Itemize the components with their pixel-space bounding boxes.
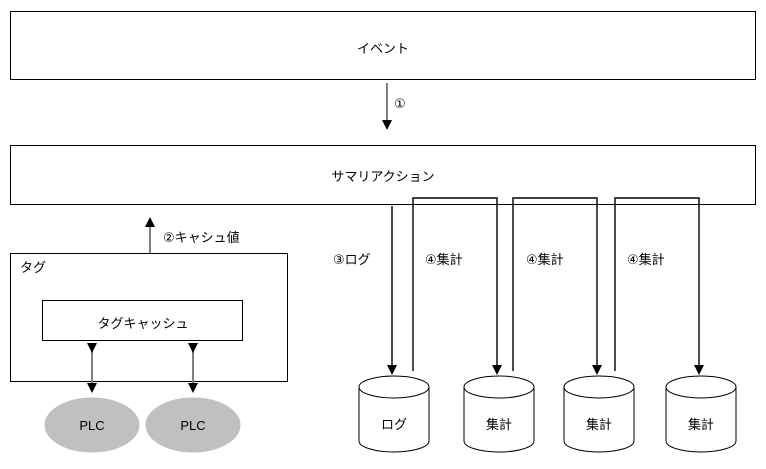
edge-label-step4-a: ④集計 [425, 253, 463, 268]
summary-action-box-shape [10, 145, 756, 205]
datastore-aggregate-3-label: 集計 [687, 418, 714, 433]
datastore-aggregate-1-shape [463, 375, 535, 453]
event-box-shape [10, 11, 756, 80]
tag-cache-box-label: タグキャッシュ [97, 317, 189, 332]
edge-label-step4-c: ④集計 [627, 253, 665, 268]
edge-label-step3: ③ログ [333, 253, 371, 268]
event-box-label: イベント [356, 42, 409, 57]
plc-left-shape [44, 397, 140, 453]
datastore-aggregate-2-shape [563, 375, 635, 453]
tag-group-box-label: タグ [20, 261, 47, 276]
tag-cache-box-shape [42, 300, 243, 341]
edge-summary-to-aggregate-3 [614, 197, 704, 375]
plc-right-label: PLC [180, 418, 206, 433]
edge-summary-to-aggregate-1 [412, 197, 502, 375]
datastore-log-shape [358, 375, 430, 453]
edge-label-step2: ②キャシュ値 [163, 231, 240, 246]
edge-label-step4-b: ④集計 [526, 253, 564, 268]
plc-left-label: PLC [79, 418, 105, 433]
edge-summary-to-aggregate-2 [512, 197, 602, 375]
datastore-log-label: ログ [380, 418, 407, 433]
datastore-aggregate-2-label: 集計 [585, 418, 612, 433]
summary-action-box-label: サマリアクション [331, 170, 435, 185]
datastore-aggregate-3-shape [665, 375, 737, 453]
datastore-aggregate-1-label: 集計 [485, 418, 512, 433]
plc-right-shape [145, 397, 241, 453]
edge-label-step1: ① [394, 97, 406, 112]
